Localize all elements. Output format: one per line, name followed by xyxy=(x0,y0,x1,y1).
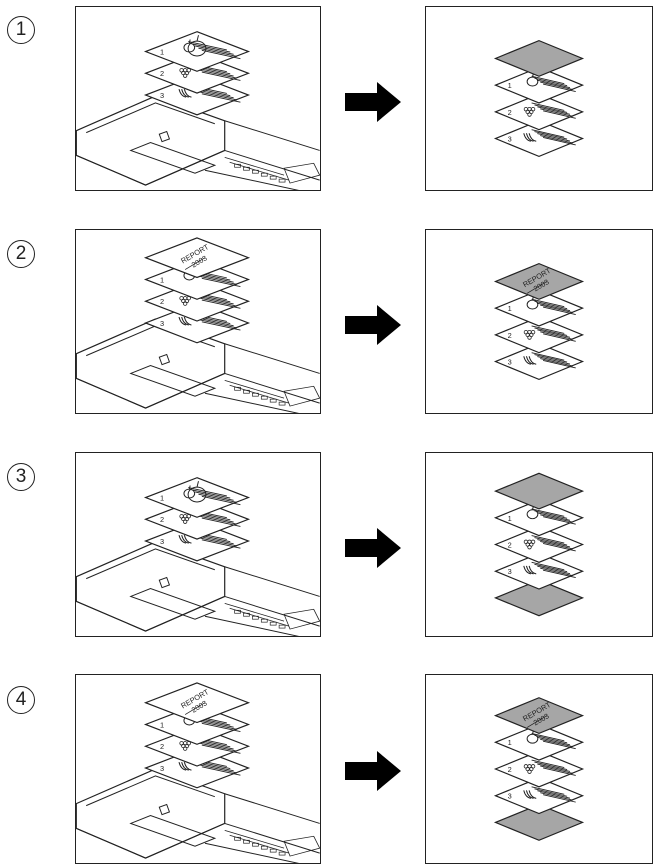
step-number-3: 3 xyxy=(7,463,35,491)
copier-with-originals-illustration: 3 2 1 xyxy=(76,453,320,636)
original-stack: 321REPORT2003 xyxy=(146,238,249,343)
page-number-label: 3 xyxy=(160,319,164,328)
page-number-label: 1 xyxy=(508,81,512,90)
page-number-label: 2 xyxy=(160,297,164,306)
page-number-label: 2 xyxy=(508,765,512,774)
step-number-4: 4 xyxy=(7,686,35,714)
original-panel-step-3: 3 2 1 xyxy=(75,452,321,637)
front-cover-sheet xyxy=(495,473,582,509)
output-stack: 321REPORT2003 xyxy=(495,698,582,840)
output-panel-step-3: 3 2 1 xyxy=(425,452,653,637)
front-cover-sheet xyxy=(495,41,582,77)
original-panel-step-1: 3 2 1 xyxy=(75,6,321,191)
original-panel-step-4: 321REPORT2003 xyxy=(75,674,321,864)
output-stack: 3 2 1 xyxy=(495,41,582,157)
output-copies-illustration: 321REPORT2003 xyxy=(426,675,652,863)
original-stack: 321REPORT2003 xyxy=(146,683,249,788)
output-copies-illustration: 3 2 1 xyxy=(426,7,652,190)
page-number-label: 3 xyxy=(508,358,512,367)
right-arrow-icon xyxy=(345,305,401,350)
page-number-label: 3 xyxy=(508,135,512,144)
right-arrow-icon xyxy=(345,751,401,796)
page-number-label: 1 xyxy=(160,275,164,284)
output-copies-illustration: 321REPORT2003 xyxy=(426,230,652,413)
output-panel-step-1: 3 2 1 xyxy=(425,6,653,191)
output-copies-illustration: 3 2 1 xyxy=(426,453,652,636)
copier-with-originals-illustration: 3 2 1 xyxy=(76,7,320,190)
output-stack: 3 2 1 xyxy=(495,473,582,615)
page-number-label: 3 xyxy=(160,537,164,546)
right-arrow-icon xyxy=(345,82,401,127)
original-panel-step-2: 321REPORT2003 xyxy=(75,229,321,414)
original-page-sheet: 1 xyxy=(146,478,249,518)
page-number-label: 3 xyxy=(160,91,164,100)
right-arrow-icon xyxy=(345,528,401,573)
page-number-label: 1 xyxy=(160,493,164,502)
page-number-label: 2 xyxy=(508,108,512,117)
page-number-label: 1 xyxy=(160,47,164,56)
copier-with-originals-illustration: 321REPORT2003 xyxy=(76,230,320,413)
page-number-label: 3 xyxy=(508,792,512,801)
page-number-label: 2 xyxy=(160,69,164,78)
page-number-label: 2 xyxy=(160,742,164,751)
output-panel-step-4: 321REPORT2003 xyxy=(425,674,653,864)
page-number-label: 3 xyxy=(160,764,164,773)
output-stack: 321REPORT2003 xyxy=(495,264,582,380)
page-number-label: 1 xyxy=(508,514,512,523)
page-number-label: 1 xyxy=(508,738,512,747)
page-number-label: 2 xyxy=(508,331,512,340)
original-page-sheet: 1 xyxy=(146,32,249,72)
step-number-2: 2 xyxy=(7,240,35,268)
page-number-label: 3 xyxy=(508,567,512,576)
step-number-1: 1 xyxy=(7,16,35,44)
page-number-label: 2 xyxy=(160,515,164,524)
copier-with-originals-illustration: 321REPORT2003 xyxy=(76,675,320,863)
output-panel-step-2: 321REPORT2003 xyxy=(425,229,653,414)
page-number-label: 1 xyxy=(160,720,164,729)
page-number-label: 1 xyxy=(508,304,512,313)
page-number-label: 2 xyxy=(508,540,512,549)
